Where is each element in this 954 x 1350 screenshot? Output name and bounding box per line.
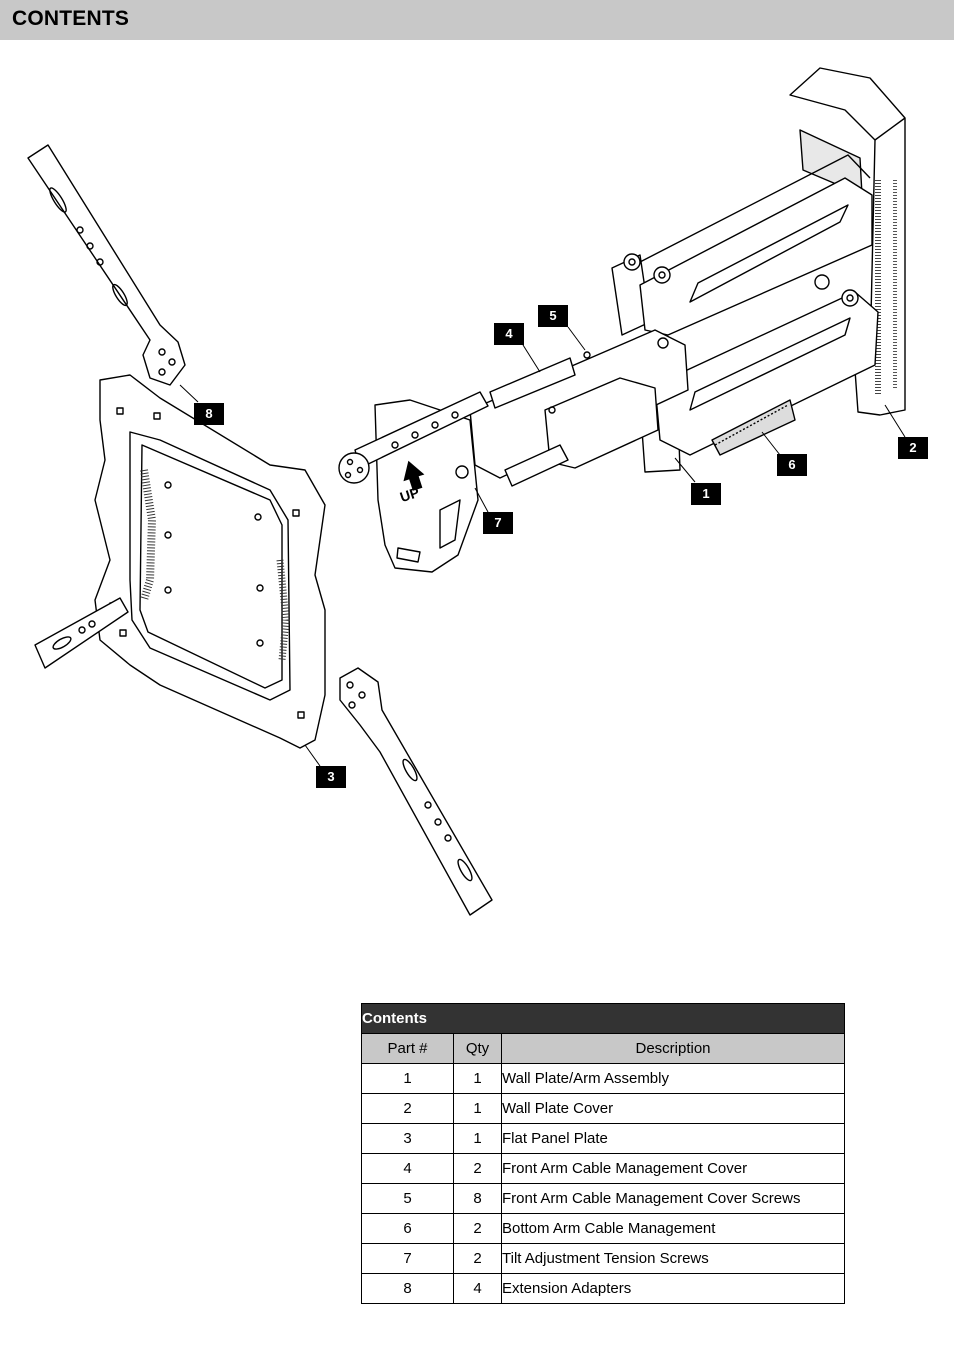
table-row: 7 2 Tilt Adjustment Tension Screws bbox=[361, 1243, 845, 1274]
exploded-view-illustration: UP bbox=[27, 67, 906, 916]
part-number: 5 bbox=[361, 1183, 454, 1214]
column-header-qty: Qty bbox=[453, 1033, 502, 1064]
column-header-part: Part # bbox=[361, 1033, 454, 1064]
callout-5: 5 bbox=[538, 305, 568, 327]
description: Front Arm Cable Management Cover bbox=[501, 1153, 845, 1184]
callout-4: 4 bbox=[494, 323, 524, 345]
description: Front Arm Cable Management Cover Screws bbox=[501, 1183, 845, 1214]
table-row: 3 1 Flat Panel Plate bbox=[361, 1123, 845, 1154]
description: Bottom Arm Cable Management bbox=[501, 1213, 845, 1244]
quantity: 2 bbox=[453, 1243, 502, 1274]
part-number: 7 bbox=[361, 1243, 454, 1274]
quantity: 2 bbox=[453, 1153, 502, 1184]
upper-arm-drawing bbox=[611, 154, 873, 336]
table-row: 2 1 Wall Plate Cover bbox=[361, 1093, 845, 1124]
parts-diagram: UP 1 2 3 4 5 6 7 8 bbox=[0, 40, 954, 970]
callout-1: 1 bbox=[691, 483, 721, 505]
callout-2: 2 bbox=[898, 437, 928, 459]
description: Wall Plate Cover bbox=[501, 1093, 845, 1124]
front-arm-drawing bbox=[469, 329, 689, 487]
up-label: UP bbox=[398, 484, 421, 505]
table-caption-row: Contents bbox=[361, 1003, 845, 1034]
callout-6: 6 bbox=[777, 454, 807, 476]
table-header-row: Part # Qty Description bbox=[361, 1033, 845, 1064]
table-row: 8 4 Extension Adapters bbox=[361, 1273, 845, 1304]
quantity: 8 bbox=[453, 1183, 502, 1214]
description: Wall Plate/Arm Assembly bbox=[501, 1063, 845, 1094]
contents-table: Contents Part # Qty Description 1 1 Wall… bbox=[361, 1003, 845, 1304]
tilt-head-drawing bbox=[338, 391, 489, 573]
table-row: 6 2 Bottom Arm Cable Management bbox=[361, 1213, 845, 1244]
table-row: 1 1 Wall Plate/Arm Assembly bbox=[361, 1063, 845, 1094]
quantity: 1 bbox=[453, 1123, 502, 1154]
description: Tilt Adjustment Tension Screws bbox=[501, 1243, 845, 1274]
section-title: CONTENTS bbox=[12, 7, 130, 30]
callout-leader-lines bbox=[179, 326, 906, 767]
table-row: 5 8 Front Arm Cable Management Cover Scr… bbox=[361, 1183, 845, 1214]
callout-7: 7 bbox=[483, 512, 513, 534]
part-number: 4 bbox=[361, 1153, 454, 1184]
part-number: 1 bbox=[361, 1063, 454, 1094]
part-number: 2 bbox=[361, 1093, 454, 1124]
quantity: 4 bbox=[453, 1273, 502, 1304]
quantity: 2 bbox=[453, 1213, 502, 1244]
column-header-description: Description bbox=[501, 1033, 845, 1064]
quantity: 1 bbox=[453, 1093, 502, 1124]
part-number: 8 bbox=[361, 1273, 454, 1304]
quantity: 1 bbox=[453, 1063, 502, 1094]
table-caption: Contents bbox=[361, 1003, 845, 1034]
section-header-bar: CONTENTS bbox=[0, 0, 954, 40]
part-number: 6 bbox=[361, 1213, 454, 1244]
table-row: 4 2 Front Arm Cable Management Cover bbox=[361, 1153, 845, 1184]
description: Flat Panel Plate bbox=[501, 1123, 845, 1154]
callout-3: 3 bbox=[316, 766, 346, 788]
extension-adapters-drawing bbox=[27, 144, 493, 916]
callout-8: 8 bbox=[194, 403, 224, 425]
lower-arm-drawing bbox=[641, 274, 879, 473]
description: Extension Adapters bbox=[501, 1273, 845, 1304]
flat-panel-plate-drawing bbox=[94, 374, 326, 749]
part-number: 3 bbox=[361, 1123, 454, 1154]
up-arrow-icon bbox=[403, 460, 425, 491]
